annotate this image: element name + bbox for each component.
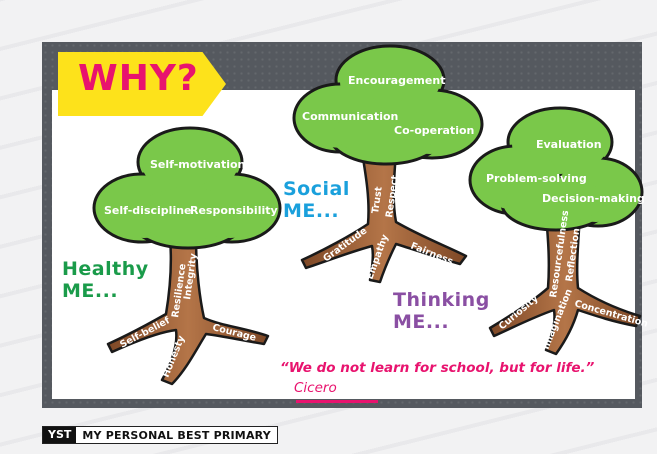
quote-text: “We do not learn for school, but for lif… (280, 360, 595, 376)
healthy-canopy-label: Self-motivation (150, 158, 245, 171)
social-me-label: Social ME... (283, 178, 350, 222)
healthy-label-line1: Healthy (62, 258, 149, 280)
social-tree-trunk (300, 150, 468, 284)
healthy-tree: Self-motivation Self-discipline Responsi… (92, 126, 282, 386)
healthy-me-label: Healthy ME... (62, 258, 149, 302)
social-root-label: Trust (370, 186, 385, 215)
footer-brand: YST MY PERSONAL BEST PRIMARY (42, 426, 278, 444)
social-label-line2: ME... (283, 200, 340, 222)
yst-badge: YST (43, 427, 77, 443)
accent-line (296, 400, 378, 403)
social-canopy-label: Co-operation (394, 124, 474, 137)
healthy-canopy-label: Responsibility (190, 204, 278, 217)
social-canopy-label: Communication (302, 110, 398, 123)
healthy-root-label: Courage (211, 322, 257, 343)
thinking-label-line2: ME... (393, 311, 450, 333)
thinking-canopy-label: Problem-solving (486, 172, 587, 185)
social-canopy-label: Encouragement (348, 74, 445, 87)
footer-title: MY PERSONAL BEST PRIMARY (82, 428, 271, 442)
thinking-label-line1: Thinking (393, 289, 490, 311)
social-tree: Encouragement Communication Co-operation… (292, 44, 484, 284)
healthy-label-line2: ME... (62, 280, 119, 302)
thinking-canopy-label: Decision-making (542, 192, 645, 205)
healthy-tree-trunk (106, 236, 270, 386)
thinking-tree: Evaluation Problem-solving Decision-maki… (468, 106, 649, 356)
why-heading: WHY? (78, 58, 199, 99)
social-label-line1: Social (283, 178, 350, 200)
quote-author: Cicero (294, 380, 337, 396)
thinking-tree-trunk (488, 212, 642, 356)
why-badge (58, 52, 226, 116)
thinking-canopy-label: Evaluation (536, 138, 602, 151)
healthy-canopy-label: Self-discipline (104, 204, 192, 217)
thinking-me-label: Thinking ME... (393, 289, 490, 333)
